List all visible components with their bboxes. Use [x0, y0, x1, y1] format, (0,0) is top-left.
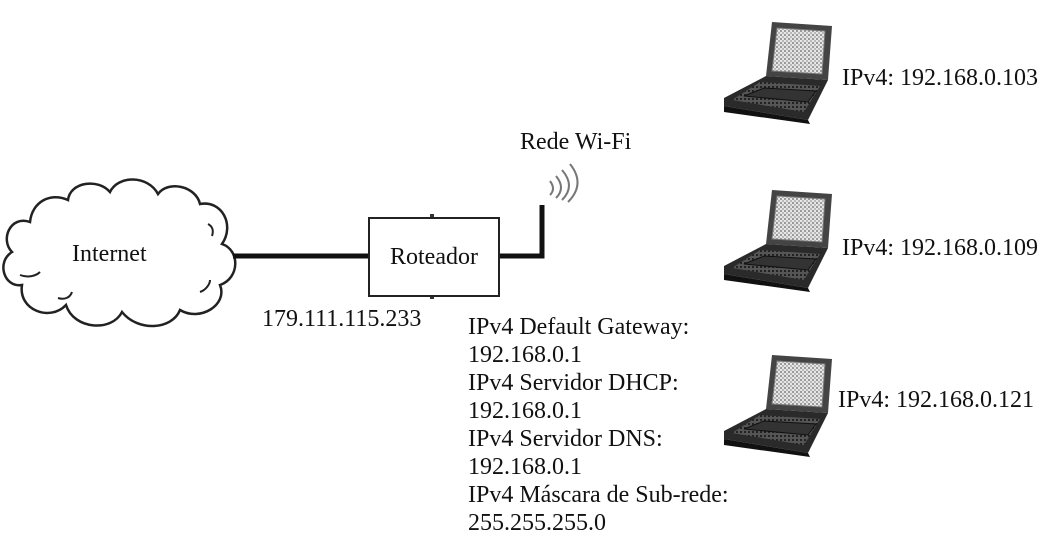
client-ip-label: IPv4: 192.168.0.121 [838, 387, 1035, 413]
config-line: IPv4 Máscara de Sub-rede: [468, 482, 729, 508]
public-ip-label: 179.111.115.233 [262, 306, 422, 332]
wifi-signal-icon [549, 163, 579, 203]
router-label: Roteador [390, 243, 478, 270]
laptop-icon [723, 21, 833, 125]
config-line: 192.168.0.1 [468, 454, 582, 480]
config-line: 192.168.0.1 [468, 398, 582, 424]
router-node: Roteador [368, 217, 500, 297]
client-ip-label: IPv4: 192.168.0.103 [842, 65, 1039, 91]
laptop-icon [723, 189, 833, 293]
antenna-icon [500, 205, 545, 259]
laptop-icon [723, 354, 833, 458]
cloud-icon [2, 178, 237, 328]
router-config: IPv4 Default Gateway: 192.168.0.1 IPv4 S… [468, 313, 729, 537]
internet-label: Internet [72, 241, 147, 267]
config-line: 192.168.0.1 [468, 342, 582, 368]
wifi-label: Rede Wi-Fi [520, 129, 632, 155]
config-line: 255.255.255.0 [468, 510, 606, 536]
config-line: IPv4 Servidor DNS: [468, 426, 663, 452]
config-line: IPv4 Servidor DHCP: [468, 370, 679, 396]
client-ip-label: IPv4: 192.168.0.109 [842, 235, 1039, 261]
config-line: IPv4 Default Gateway: [468, 314, 690, 340]
